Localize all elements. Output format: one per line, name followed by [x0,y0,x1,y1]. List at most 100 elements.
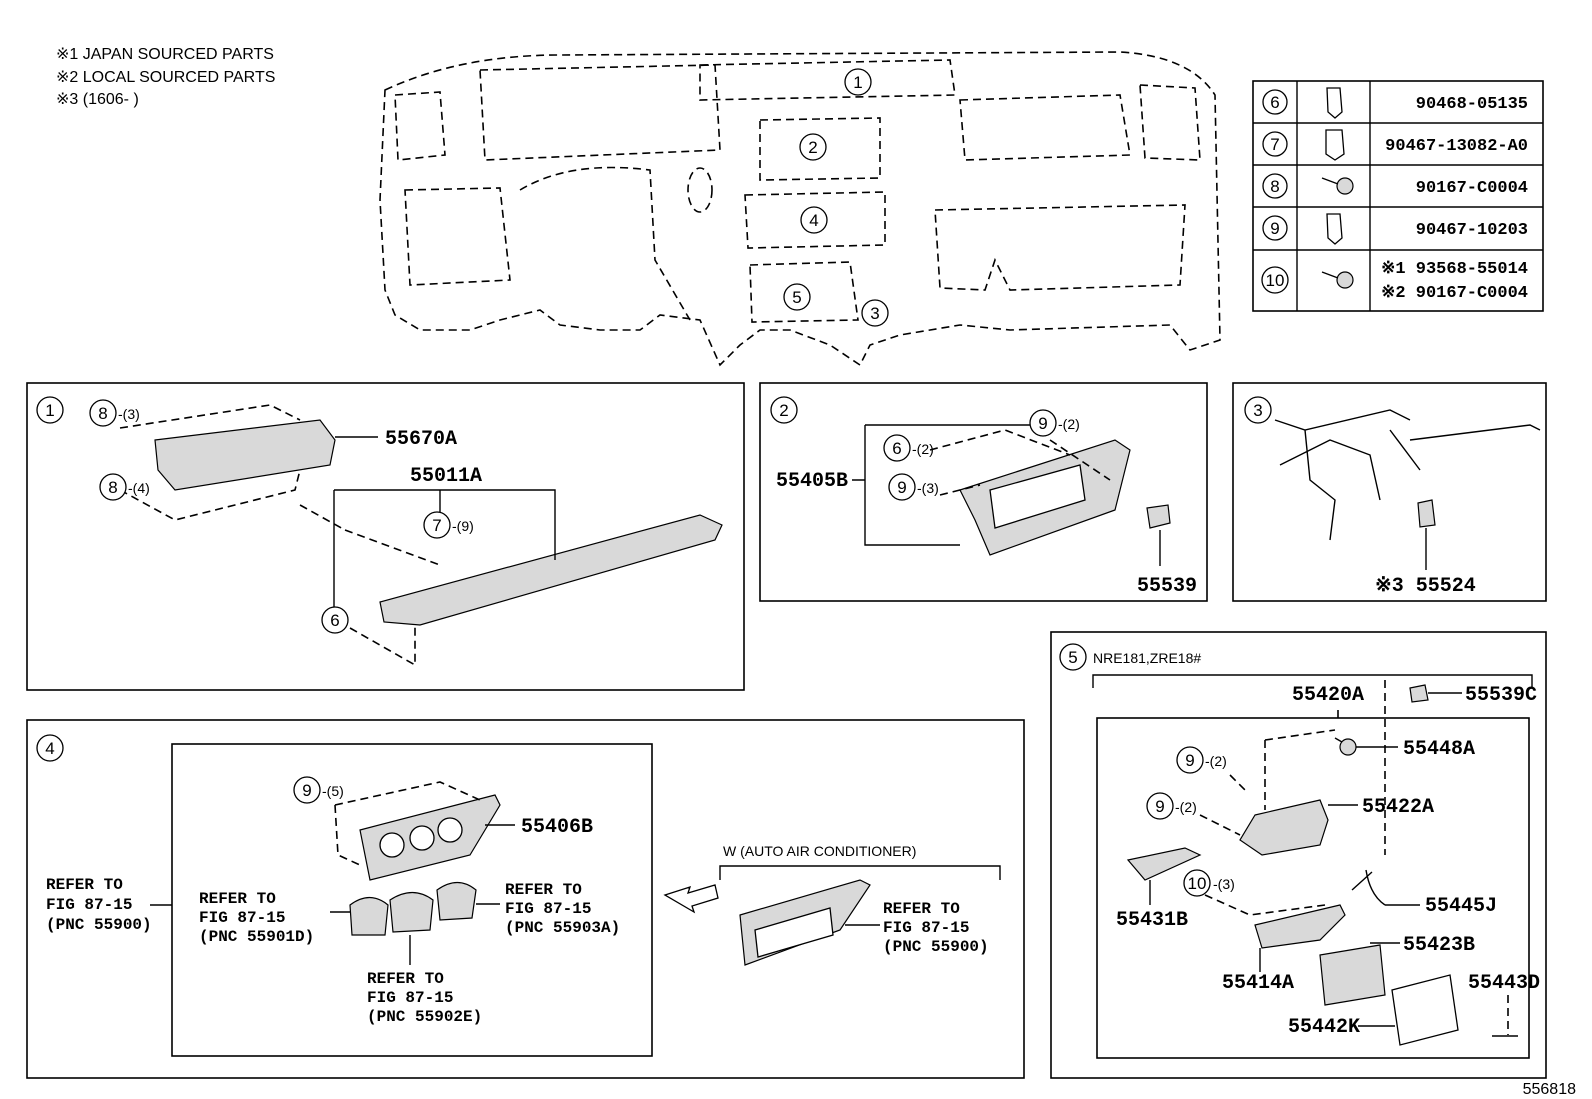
tray-55414A [1254,904,1346,949]
mat-55442K [1391,974,1459,1046]
svg-text:FIG 87-15: FIG 87-15 [199,909,285,927]
part-55539C: 55539C [1465,684,1537,707]
svg-text:8: 8 [98,404,107,423]
svg-text:-(2): -(2) [912,441,934,457]
part-55405B: 55405B [776,470,848,493]
part-55422A: 55422A [1362,796,1434,819]
svg-text:8: 8 [108,478,117,497]
svg-text:9: 9 [897,478,906,497]
svg-text:1: 1 [45,401,54,420]
svg-text:-(3): -(3) [917,480,939,496]
part-55524: ※3 55524 [1375,575,1476,598]
clip-55524 [1417,499,1436,528]
svg-text:4: 4 [809,211,818,230]
svg-text:(PNC 55900): (PNC 55900) [46,916,152,934]
legend-local: ※2 LOCAL SOURCED PARTS [56,69,275,86]
svg-text:90467-13082-A0: 90467-13082-A0 [1385,137,1528,156]
svg-text:90167-C0004: 90167-C0004 [1416,179,1528,198]
svg-text:7: 7 [1270,135,1279,154]
clip-icon [1325,129,1345,161]
svg-text:9: 9 [1155,797,1164,816]
svg-text:FIG 87-15: FIG 87-15 [505,900,591,918]
air-vent-assembly [154,419,336,491]
svg-text:(PNC 55903A): (PNC 55903A) [505,919,620,937]
svg-text:(PNC 55901D): (PNC 55901D) [199,928,314,946]
part-55448A: 55448A [1403,738,1475,761]
part-55420A: 55420A [1292,684,1364,707]
svg-text:-(9): -(9) [452,518,474,534]
control-knobs [349,881,477,936]
svg-text:-(4): -(4) [128,480,150,496]
display-55423B [1319,944,1386,1006]
svg-text:6: 6 [1270,93,1279,112]
svg-text:9: 9 [1038,414,1047,433]
dashboard-overview [379,51,1221,367]
auto-ac-label: W (AUTO AIR CONDITIONER) [723,843,916,859]
svg-text:(PNC 55902E): (PNC 55902E) [367,1008,482,1026]
svg-text:-(2): -(2) [1205,753,1227,769]
screw-icon [1321,177,1354,195]
spring-55445J [1351,869,1386,906]
svg-text:REFER TO: REFER TO [367,970,444,988]
svg-text:(PNC 55900): (PNC 55900) [883,938,989,956]
svg-text:10: 10 [1188,874,1207,893]
bulb-55448A [1334,737,1357,756]
svg-text:-(2): -(2) [1175,799,1197,815]
svg-text:90467-10203: 90467-10203 [1416,221,1528,240]
svg-text:90468-05135: 90468-05135 [1416,95,1528,114]
svg-text:5: 5 [1068,648,1077,667]
svg-text:8: 8 [1270,177,1279,196]
svg-text:-(3): -(3) [118,406,140,422]
arrow-icon [663,884,719,914]
part-55414A: 55414A [1222,972,1294,995]
part-55011A: 55011A [410,465,482,488]
panel-3: 3 ※3 55524 [1232,382,1547,602]
svg-text:※2 90167-C0004: ※2 90167-C0004 [1381,284,1528,303]
clip-icon [1326,87,1343,119]
clip-icon [1326,213,1343,245]
svg-text:5: 5 [792,288,801,307]
svg-text:4: 4 [45,739,54,758]
switch-55539 [1146,504,1171,529]
part-55670A: 55670A [385,428,457,451]
svg-text:-(2): -(2) [1058,416,1080,432]
svg-text:-(3): -(3) [1213,876,1235,892]
svg-text:6: 6 [330,611,339,630]
svg-text:REFER TO: REFER TO [199,890,276,908]
svg-text:FIG 87-15: FIG 87-15 [883,919,969,937]
svg-text:7: 7 [432,516,441,535]
svg-text:9: 9 [302,781,311,800]
part-55539: 55539 [1137,575,1197,598]
panel-2: 2 55539 55405B 9 -(2) 6 -(2) 9 -(3) [759,382,1208,602]
svg-text:FIG 87-15: FIG 87-15 [367,989,453,1007]
svg-text:3: 3 [1253,401,1262,420]
part-55406B: 55406B [521,816,593,839]
svg-text:2: 2 [779,401,788,420]
screw-icon [1321,271,1354,289]
svg-text:3: 3 [870,304,879,323]
figure-id: 556818 [1523,1081,1576,1098]
svg-text:FIG 87-15: FIG 87-15 [46,896,132,914]
svg-text:REFER TO: REFER TO [883,900,960,918]
overview-callouts: 1 2 3 4 5 [783,68,889,327]
part-55445J: 55445J [1425,895,1497,918]
svg-text:2: 2 [808,138,817,157]
svg-text:9: 9 [1270,219,1279,238]
svg-text:10: 10 [1266,271,1285,290]
fastener-table: 6 90468-05135 7 90467-13082-A0 8 90167-C… [1252,80,1544,312]
part-55423B: 55423B [1403,934,1475,957]
panel-5: 5 NRE181,ZRE18# 55420A 55539C 55448A 554… [1050,631,1547,1079]
svg-text:1: 1 [853,73,862,92]
legend-date: ※3 (1606- ) [56,91,139,108]
model-code: NRE181,ZRE18# [1093,650,1201,666]
svg-text:9: 9 [1185,751,1194,770]
console-bracket [1239,799,1329,856]
trim-55431B [1126,847,1202,881]
panel-1: 1 55670A 55011A 8 -(3) 8 -(4) 7 -(9) 6 [26,382,745,691]
svg-text:REFER TO: REFER TO [505,881,582,899]
part-55431B: 55431B [1116,909,1188,932]
part-55442K: 55442K [1288,1016,1360,1039]
svg-text:6: 6 [892,439,901,458]
svg-text:REFER TO: REFER TO [46,876,123,894]
svg-text:-(5): -(5) [322,783,344,799]
